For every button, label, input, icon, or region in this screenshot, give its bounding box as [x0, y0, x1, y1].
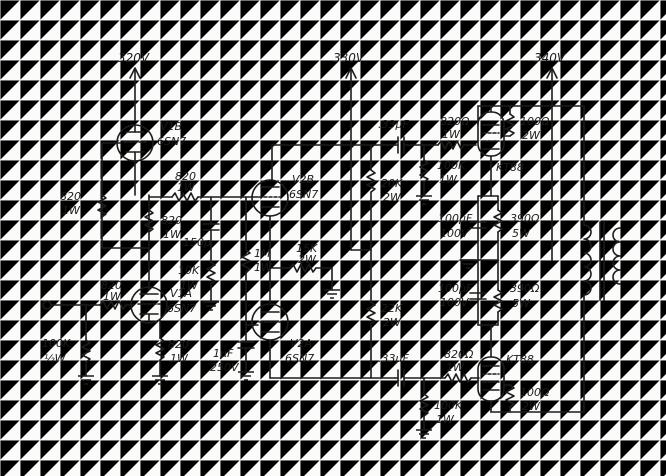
- r820-left-value: 820: [60, 190, 81, 203]
- rail-330v: 330V: [333, 51, 365, 146]
- r100k-top-value: 100K: [437, 159, 466, 172]
- rail-340v-label: 340V: [534, 51, 566, 65]
- r390-bot-value: 390Ω: [510, 282, 540, 295]
- r20k-value: 20K: [381, 177, 403, 190]
- resistor-100k-top: 100K 1W: [416, 144, 466, 205]
- kt88-top-label: KT88: [496, 161, 524, 174]
- r820-grid-rating: 1W: [177, 181, 196, 194]
- r10k-value: 10K: [178, 264, 200, 277]
- r820-mid-value: 820: [161, 214, 182, 227]
- r820-input-value: 820: [101, 279, 122, 292]
- r15k-rating: 2W: [298, 253, 317, 266]
- cap-33-top-value: .33μF: [378, 118, 409, 131]
- resistor-100-top: 100Ω 2W: [503, 105, 550, 142]
- rail-340v: 340V: [534, 51, 566, 107]
- r820kt-top-rating: 1W: [442, 128, 461, 141]
- rail-330v-label: 330V: [333, 51, 365, 65]
- rail-320v: 320V: [118, 51, 150, 121]
- resistor-390-bottom: 390Ω 5W: [493, 282, 540, 326]
- r820-cathode-rating: 1W: [170, 352, 189, 365]
- r22k-value: 22K: [381, 302, 403, 315]
- r100-bot-value: 100Ω: [520, 386, 550, 399]
- r820-mid-rating: 1W: [163, 228, 182, 241]
- resistor-820-mid: 820 1W: [144, 209, 182, 241]
- v2b-type: 6SN7: [289, 188, 318, 201]
- resistor-820-cathode: 820 1W: [152, 319, 189, 385]
- resistor-820-grid-v2b: 820 1W: [171, 170, 199, 202]
- r820-left-rating: 1W: [62, 204, 81, 217]
- capacitor-150p: 150p: [183, 196, 220, 263]
- resistor-15k: 15K 2W: [269, 242, 340, 299]
- capacitor-100uf-top: 100μF 100V: [438, 212, 487, 240]
- cap-33-bottom-value: .33μF: [378, 352, 409, 365]
- capacitor-1uf: 1μF 250V: [210, 341, 255, 381]
- v1b-type: 6SN7: [157, 135, 186, 148]
- r15k-value: 15K: [296, 242, 318, 255]
- input-jack: [42, 300, 101, 310]
- r820kt-top-value: 820Ω: [440, 115, 470, 128]
- v1b-name: V1B: [160, 120, 182, 133]
- resistor-100k-bottom: 100K 1W: [416, 377, 463, 439]
- r20k-rating: 2W: [383, 191, 402, 204]
- r820-cathode-value: 820: [168, 338, 189, 351]
- v1a-type: 6SN7: [167, 302, 196, 315]
- resistor-390-top: 390Ω 5W: [493, 209, 540, 291]
- resistor-820-kt88-bottom: 820Ω 1W: [444, 348, 480, 383]
- r390-top-rating: 5W: [512, 227, 531, 240]
- resistor-1m: 1M 1W: [241, 196, 273, 343]
- resistor-100-bottom: 100Ω 2W: [503, 384, 550, 413]
- cap100-bot-value: 100μF: [438, 282, 473, 295]
- capacitor-33uf-top: .33μF: [378, 118, 439, 154]
- resistor-820-kt88-top: 820Ω 1W: [437, 115, 477, 150]
- resistor-20k: 20K 2W: [366, 169, 403, 303]
- v2a-type: 6SN7: [285, 352, 314, 365]
- tube-v1a: V1A 6SN7: [130, 286, 196, 324]
- resistor-10k: 10K 1W: [178, 261, 219, 311]
- resistor-22k: 22K 2W: [366, 301, 403, 379]
- r22k-rating: 2W: [383, 316, 402, 329]
- resistor-820-left: 820 1W: [60, 190, 107, 218]
- r10k-rating: 1W: [180, 279, 199, 292]
- r100k-input-rating: ½W: [44, 352, 67, 365]
- r100k-bot-value: 100K: [434, 399, 463, 412]
- resistor-820-input: 820 1W: [99, 279, 135, 310]
- r1m-value: 1M: [254, 247, 271, 260]
- resistor-100k-input: 100K ½W: [42, 304, 94, 385]
- v2b-name: V2B: [292, 173, 314, 186]
- r100k-top-rating: 1W: [439, 173, 458, 186]
- cap-1uf-value: 1μF: [213, 347, 234, 360]
- r820-grid-value: 820: [175, 170, 196, 183]
- r820-input-rating: 1W: [103, 290, 122, 303]
- kt88-bottom-label: KT88: [506, 353, 534, 366]
- cap-150p-value: 150p: [183, 236, 211, 249]
- tube-v2a: V2A 6SN7: [251, 303, 314, 365]
- r100-top-value: 100Ω: [520, 115, 550, 128]
- cap100-top-rating: 100V: [440, 227, 470, 240]
- cap100-top-value: 100μF: [438, 212, 473, 225]
- r390-bot-rating: 5W: [512, 297, 531, 310]
- r100k-input-value: 100K: [42, 337, 71, 350]
- r820kt-bot-value: 820Ω: [444, 348, 474, 361]
- v2a-name: V2A: [290, 337, 312, 350]
- capacitor-100uf-bottom: 100μF 100V: [438, 282, 487, 309]
- r100-top-rating: 2W: [522, 129, 541, 142]
- r100-bot-rating: 2W: [522, 400, 541, 413]
- v1a-name: V1A: [170, 287, 192, 300]
- r100k-bot-rating: 1W: [436, 413, 455, 426]
- r820kt-bot-rating: 1W: [446, 361, 465, 374]
- cap-1uf-rating: 250V: [210, 361, 240, 374]
- cap100-bot-rating: 100V: [440, 296, 470, 309]
- output-transformer: [551, 105, 621, 413]
- r1m-rating: 1W: [254, 261, 273, 274]
- rail-320v-label: 320V: [118, 51, 150, 65]
- r390-top-value: 390Ω: [510, 212, 540, 225]
